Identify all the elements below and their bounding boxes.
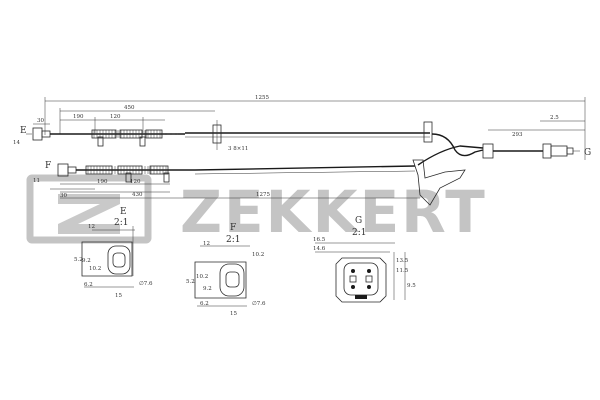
- marker-g: G: [584, 148, 591, 158]
- lower-cable-assembly: F 11 30 190 120 430 1275: [33, 145, 484, 206]
- dim-seg2: 120: [110, 114, 121, 120]
- dim-connector-len: 293: [512, 132, 523, 138]
- dim-tip-offset: 2.5: [550, 115, 559, 121]
- sensor-head-lower: F 11 30: [33, 161, 95, 199]
- dim-lower-sleeve: 430: [132, 192, 143, 198]
- dim-lower-seg1: 190: [97, 179, 108, 185]
- dim-lower-sensor-width: 30: [60, 193, 67, 199]
- marker-f: F: [45, 161, 51, 171]
- dim-lower-seg2: 120: [130, 179, 141, 185]
- dim-lower-overall: 1275: [256, 192, 270, 198]
- detail-e-dim-hole: ∅7.6: [139, 280, 153, 287]
- detail-f: F 2:1 12 10.2 5.2 10.2 9.2 6.2 15 ∅7.6: [186, 223, 266, 317]
- dim-lower-sensor-height: 11: [33, 178, 40, 184]
- detail-g-dim-h3: 9.5: [407, 283, 416, 289]
- detail-f-dim-bottom-a: 6.2: [200, 301, 209, 307]
- detail-f-letter: F: [230, 223, 236, 233]
- protective-sleeve-upper: [50, 129, 185, 147]
- detail-e-scale: 2:1: [114, 218, 128, 228]
- brand-name: ZEKKERT: [180, 178, 487, 246]
- detail-e-dim-side-a: 9.2: [82, 258, 91, 264]
- detail-f-dim-top: 12: [203, 241, 210, 247]
- detail-f-dim-side-c: 5.2: [186, 279, 195, 285]
- detail-e-letter: E: [120, 207, 127, 217]
- detail-g-dim-h2: 11.5: [396, 268, 409, 274]
- dim-sensor-height: 14: [13, 140, 20, 146]
- marker-e: E: [20, 126, 27, 136]
- detail-g-dim-w1: 16.5: [313, 237, 326, 243]
- detail-g-dim-w2: 14.6: [313, 246, 326, 252]
- dim-seg1: 190: [73, 114, 84, 120]
- detail-e-dim-bottom-b: 15: [115, 293, 122, 299]
- detail-g-letter: G: [355, 216, 362, 226]
- detail-g-dim-h1: 13.5: [396, 258, 409, 264]
- grommet-note: 3 8×11: [228, 146, 248, 152]
- detail-f-scale: 2:1: [226, 235, 240, 245]
- detail-g: G 2:1 16.5 14.6 13.5 11.5 9.5: [313, 216, 416, 303]
- brand-logo-icon: [26, 174, 152, 244]
- detail-f-dim-bottom-b: 15: [230, 311, 237, 317]
- dim-sensor-width: 30: [37, 118, 44, 124]
- detail-f-dim-side-b: 9.2: [203, 286, 212, 292]
- detail-e-dim-top: 12: [88, 224, 95, 230]
- detail-e-dim-side-c: 5.2: [74, 257, 83, 263]
- brand-watermark: ZEKKERT: [26, 174, 487, 246]
- dim-overall: 1255: [255, 95, 269, 101]
- detail-e: E 2:1 12 9.2 10.2 5.2 6.2 15 ∅7.6: [74, 207, 153, 299]
- detail-f-dim-hole: ∅7.6: [252, 300, 266, 307]
- dim-sleeve: 450: [124, 105, 135, 111]
- detail-f-dim-side-a: 10.2: [196, 274, 208, 280]
- connector-face-icon: [335, 257, 387, 303]
- sensor-head-upper: 14 30 E: [13, 118, 51, 146]
- detail-f-dim-right: 10.2: [252, 252, 264, 258]
- detail-e-dim-side-b: 10.2: [89, 266, 101, 272]
- detail-e-dim-bottom-a: 6.2: [84, 282, 93, 288]
- detail-g-scale: 2:1: [352, 228, 366, 238]
- upper-cable-assembly: 1255 450 190 120 14 30 E: [13, 95, 586, 160]
- connector-assembly: 293 2.5 G: [482, 115, 591, 159]
- mounting-bracket: [412, 145, 484, 206]
